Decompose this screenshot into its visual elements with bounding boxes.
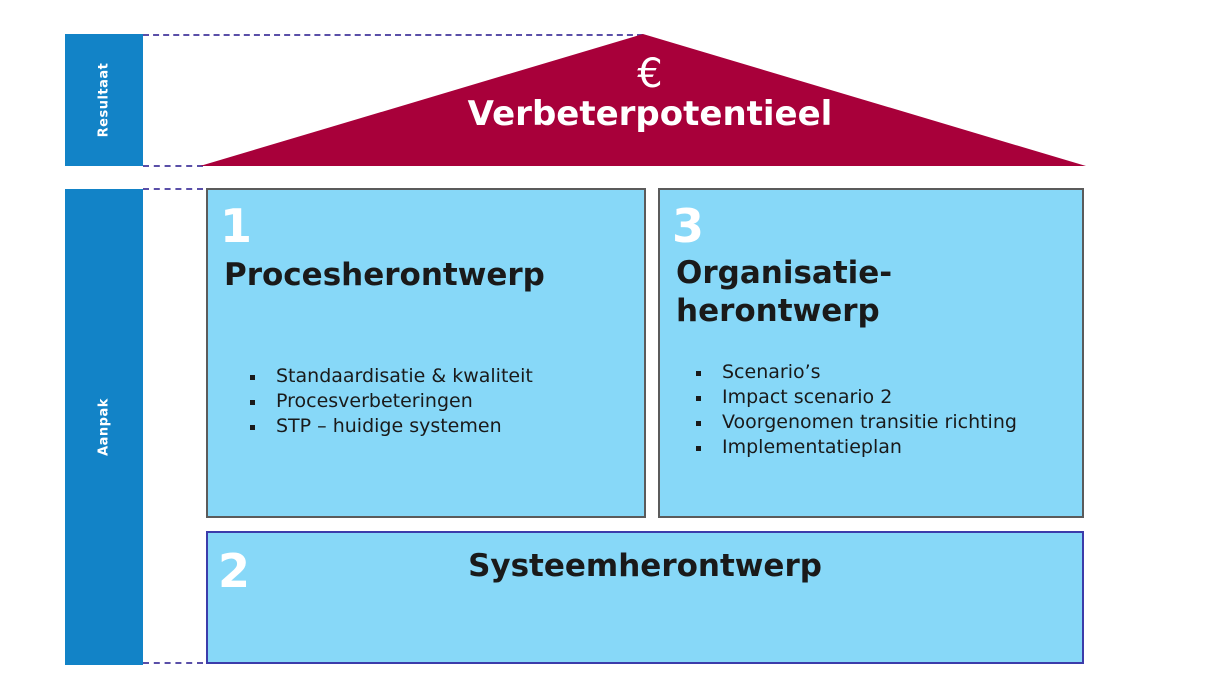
list-item: Voorgenomen transitie richting [692, 410, 1017, 435]
bullet-list: Scenario’s Impact scenario 2 Voorgenomen… [692, 360, 1017, 460]
bullet-list: Standaardisatie & kwaliteit Procesverbet… [246, 364, 533, 439]
block-number: 2 [218, 544, 251, 598]
roof-text: € Verbeterpotentieel [460, 52, 840, 132]
block-number: 3 [672, 199, 705, 253]
aanpak-label: Aanpak [96, 398, 112, 456]
dashed-line-aanpak-top [143, 188, 203, 190]
resultaat-label: Resultaat [96, 62, 112, 138]
list-item: Scenario’s [692, 360, 1017, 385]
aanpak-bar: Aanpak [65, 189, 143, 665]
block-systeemherontwerp: 2 Systeemherontwerp [206, 531, 1084, 664]
dashed-line-top [143, 34, 643, 36]
block-title-line: Organisatie- [676, 255, 893, 291]
block-number: 1 [220, 199, 253, 253]
roof-triangle [200, 34, 1086, 166]
list-item: STP – huidige systemen [246, 414, 533, 439]
block-title: Procesherontwerp [224, 257, 545, 293]
block-title: Organisatie- herontwerp [676, 254, 892, 330]
list-item: Impact scenario 2 [692, 385, 1017, 410]
block-procesherontwerp: 1 Procesherontwerp Standaardisatie & kwa… [206, 188, 646, 518]
euro-icon: € [637, 51, 663, 97]
block-organisatieherontwerp: 3 Organisatie- herontwerp Scenario’s Imp… [658, 188, 1084, 518]
roof-title: Verbeterpotentieel [467, 94, 833, 134]
dashed-line-roof-base [143, 165, 203, 167]
block-title: Systeemherontwerp [468, 548, 822, 584]
list-item: Standaardisatie & kwaliteit [246, 364, 533, 389]
list-item: Procesverbeteringen [246, 389, 533, 414]
block-title-line: herontwerp [676, 293, 880, 329]
resultaat-bar: Resultaat [65, 34, 143, 166]
list-item: Implementatieplan [692, 435, 1017, 460]
dashed-line-bottom [143, 662, 203, 664]
